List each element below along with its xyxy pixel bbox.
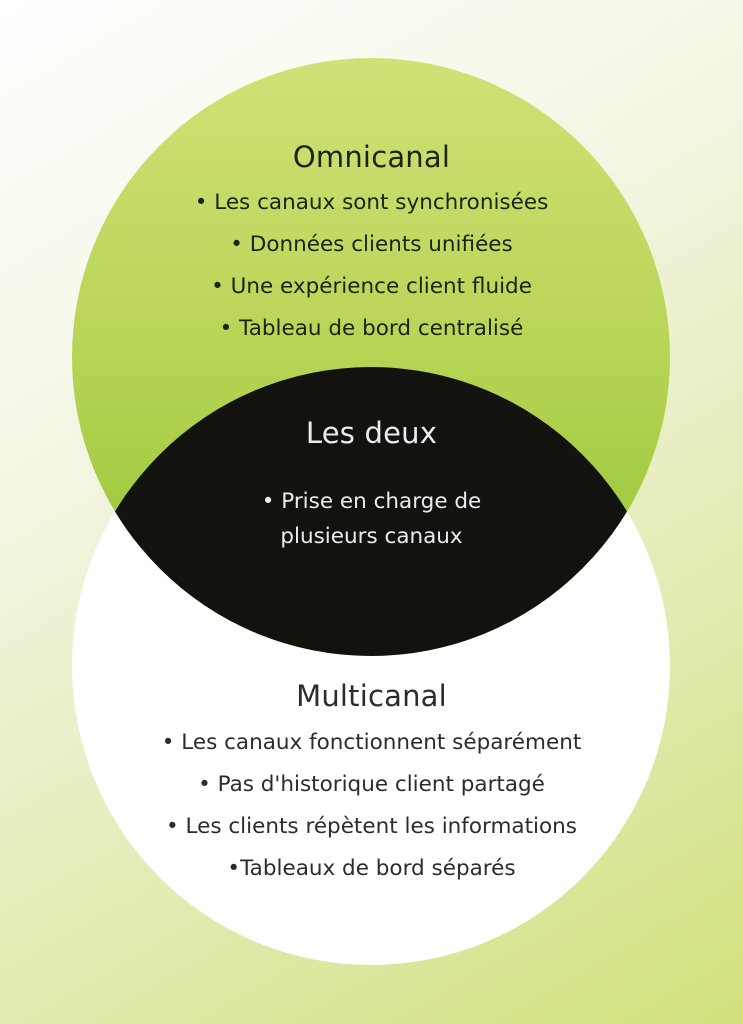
omnicanal-title: Omnicanal [292,140,451,174]
both-item: plusieurs canaux [280,524,463,549]
omnicanal-item: • Données clients unifiées [230,232,513,257]
both-item: • Prise en charge de [261,489,482,514]
multicanal-item: • Les canaux fonctionnent séparément [161,730,582,755]
both-title: Les deux [305,416,438,450]
multicanal-item: •Tableaux de bord séparés [227,856,516,881]
intersection-lens [72,367,670,656]
omnicanal-item: • Tableau de bord centralisé [219,316,524,341]
omnicanal-item: • Une expérience client fluide [211,274,532,299]
multicanal-title: Multicanal [296,679,447,713]
omnicanal-item: • Les canaux sont synchronisées [194,190,549,215]
multicanal-item: • Pas d'historique client partagé [198,772,545,797]
multicanal-item: • Les clients répètent les informations [165,814,577,839]
